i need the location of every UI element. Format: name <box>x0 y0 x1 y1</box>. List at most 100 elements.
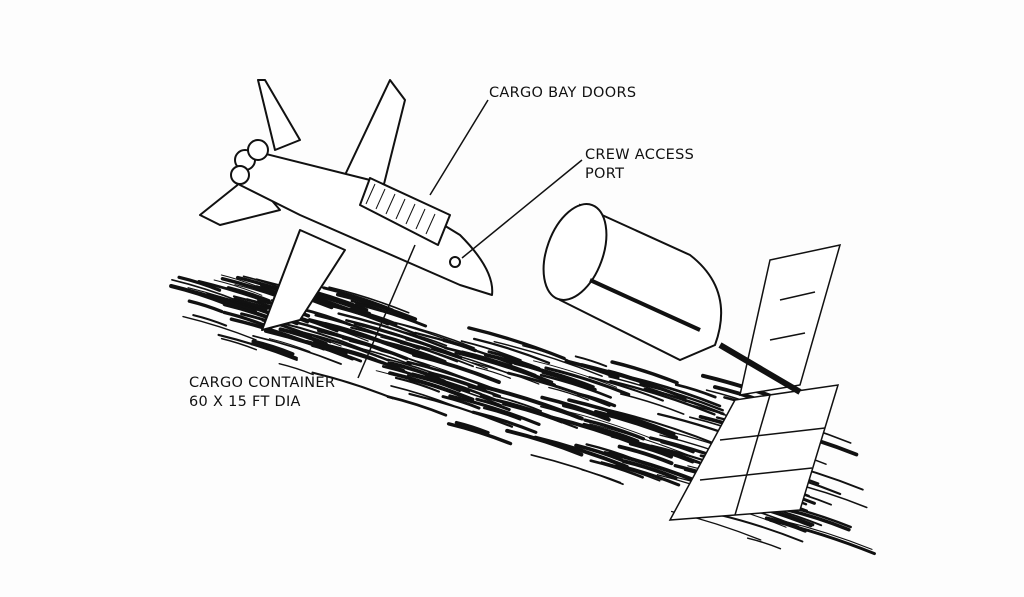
space-shuttle <box>199 79 494 331</box>
horizon-stroke <box>644 387 725 416</box>
horizon-stroke <box>482 406 522 421</box>
horizon-stroke <box>589 459 644 479</box>
horizon-stroke <box>188 288 239 307</box>
horizon-stroke <box>502 403 579 429</box>
horizon-stroke <box>192 314 228 327</box>
horizon-stroke <box>428 371 487 393</box>
horizon-stroke <box>412 352 501 385</box>
horizon-stroke <box>620 393 685 415</box>
horizon-stroke <box>220 274 258 287</box>
horizon-stroke <box>475 397 511 412</box>
horizon-stroke <box>182 315 257 341</box>
horizon-stroke <box>222 310 267 328</box>
horizon-stroke <box>430 348 513 376</box>
horizon-stroke <box>629 376 722 408</box>
horizon-stroke <box>493 355 572 382</box>
horizon-stroke <box>460 340 522 361</box>
horizon-stroke <box>311 344 363 363</box>
label-cargo-container-2: 60 X 15 FT DIA <box>189 394 301 410</box>
horizon-stroke <box>406 360 503 394</box>
horizon-stroke <box>348 340 431 368</box>
horizon-stroke <box>454 420 490 435</box>
horizon-stroke <box>220 337 258 351</box>
horizon-stroke <box>448 394 541 426</box>
horizon-stroke <box>226 286 271 303</box>
horizon-stroke <box>446 422 513 446</box>
horizon-stroke <box>336 292 418 322</box>
horizon-stroke <box>467 326 566 361</box>
horizon-stroke <box>380 336 420 350</box>
horizon-stroke <box>600 461 661 482</box>
horizon-stroke <box>394 376 440 393</box>
horizon-stroke <box>581 469 622 483</box>
horizon-stroke <box>583 418 646 441</box>
cargo-container <box>542 203 723 362</box>
horizon-stroke <box>386 395 448 417</box>
horizon-stroke <box>268 338 311 353</box>
horizon-stroke <box>561 403 611 422</box>
horizon-stroke <box>606 411 675 435</box>
horizon-stroke <box>424 375 483 396</box>
horizon-stroke <box>171 279 242 303</box>
horizon-stroke <box>355 302 428 328</box>
horizon-stroke <box>621 459 678 480</box>
horizon-stroke <box>399 342 474 368</box>
horizon-stroke <box>460 350 537 377</box>
horizon-stroke <box>564 410 655 440</box>
horizon-stroke <box>337 312 447 349</box>
horizon-stroke <box>475 366 512 379</box>
horizon-stroke <box>252 335 342 365</box>
horizon-stroke <box>381 340 447 364</box>
horizon-stroke <box>550 415 645 449</box>
horizon-stroke <box>213 279 263 296</box>
horizon-stroke <box>660 440 695 454</box>
horizon-stroke <box>674 383 717 399</box>
horizon-stroke <box>406 374 502 406</box>
horizon-stroke <box>311 371 394 400</box>
horizon-stroke <box>588 376 664 402</box>
horizon-stroke <box>472 337 551 365</box>
horizon-stroke <box>471 410 538 434</box>
horizon-stroke <box>278 363 314 376</box>
horizon-stroke <box>603 451 700 484</box>
horizon-stroke <box>328 286 410 314</box>
horizon-stroke <box>331 345 385 364</box>
horizon-stroke <box>278 327 328 346</box>
horizon-stroke <box>320 302 417 335</box>
horizon-stroke <box>375 370 482 405</box>
horizon-stroke <box>187 299 224 314</box>
horizon-stroke <box>400 340 488 370</box>
horizon-stroke <box>539 373 612 399</box>
horizon-stroke <box>746 537 782 550</box>
horizon-stroke <box>390 385 455 407</box>
horizon-stroke <box>305 340 348 356</box>
solar-panels <box>668 244 842 521</box>
horizon-stroke <box>177 275 222 292</box>
label-cargo-container-1: CARGO CONTAINER <box>189 375 336 391</box>
horizon-stroke <box>593 409 679 440</box>
horizon-stroke <box>609 379 716 416</box>
horizon-stroke <box>442 338 477 353</box>
horizon-stroke <box>533 360 617 388</box>
horizon-stroke <box>608 451 702 483</box>
label-crew-access-port-1: CREW ACCESS <box>585 147 695 163</box>
horizon-stroke <box>408 392 514 428</box>
horizon-stroke <box>540 405 581 420</box>
horizon-stroke <box>781 520 873 550</box>
horizon-stroke <box>506 371 611 407</box>
horizon-stroke <box>250 342 298 360</box>
horizon-stroke <box>187 287 259 311</box>
horizon-stroke <box>530 454 624 486</box>
horizon-stroke <box>441 395 481 410</box>
horizon-stroke <box>574 355 608 368</box>
horizon-stroke <box>380 350 468 380</box>
horizon-stroke <box>610 360 679 385</box>
horizon-stroke <box>217 333 298 361</box>
horizon-stroke <box>359 311 398 326</box>
horizon-stroke <box>277 321 364 351</box>
horizon-stroke <box>388 371 475 402</box>
label-cargo-bay-doors: CARGO BAY DOORS <box>489 85 637 101</box>
horizon-stroke <box>717 513 804 543</box>
